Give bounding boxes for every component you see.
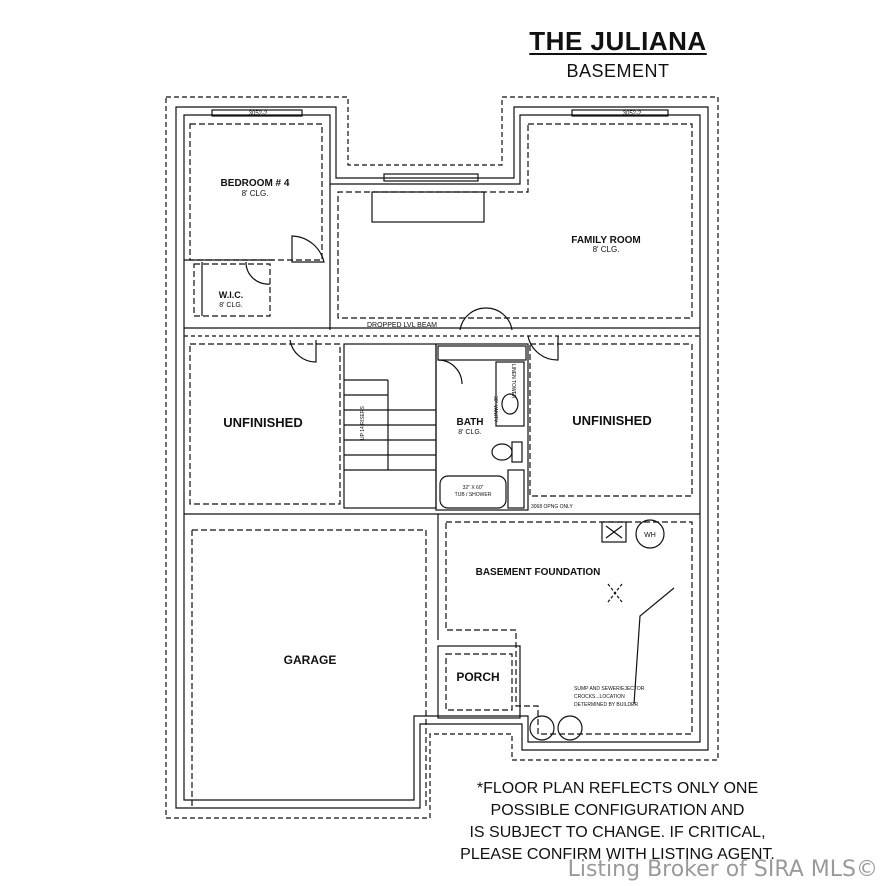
window-middle bbox=[383, 173, 479, 182]
disclaimer: *FLOOR PLAN REFLECTS ONLY ONE POSSIBLE C… bbox=[445, 778, 790, 866]
disclaimer-line-1: *FLOOR PLAN REFLECTS ONLY ONE bbox=[476, 780, 759, 797]
ejector-crock bbox=[557, 715, 583, 741]
sink bbox=[501, 393, 519, 415]
porch-label: PORCH bbox=[456, 670, 499, 684]
wic-label: W.I.C. bbox=[219, 290, 244, 300]
tub bbox=[439, 475, 507, 509]
linen-shelf bbox=[437, 345, 527, 361]
bedroom-door-swing bbox=[291, 235, 325, 263]
toilet-bowl bbox=[491, 443, 513, 461]
vanity bbox=[495, 361, 525, 427]
garage-label: GARAGE bbox=[284, 653, 337, 667]
support-x bbox=[607, 583, 623, 603]
wic-outline bbox=[193, 263, 271, 317]
sump-label-2: CROCKS...LOCATION bbox=[574, 694, 625, 700]
sump-label-1: SUMP AND SEWER/EJECTOR bbox=[574, 686, 645, 692]
window-left bbox=[211, 109, 303, 117]
disclaimer-line-3: IS SUBJECT TO CHANGE. IF CRITICAL, bbox=[469, 824, 766, 841]
tub-sub-label: TUB / SHOWER bbox=[455, 492, 492, 498]
stair-treads bbox=[344, 379, 436, 471]
water-heater-label: WH bbox=[644, 532, 656, 539]
plan-title: THE JULIANA bbox=[529, 26, 707, 56]
window-right-label: 3052-2 bbox=[623, 111, 642, 117]
exterior-wall-outer bbox=[175, 106, 709, 809]
stairs-label: UP 14 RISERS bbox=[360, 406, 366, 440]
linen-label: LINEN TOWER bbox=[510, 364, 516, 399]
wic-door-swing bbox=[245, 261, 271, 285]
garage-outline bbox=[191, 529, 427, 808]
foundation-outline bbox=[445, 521, 693, 735]
basement-foundation-label: BASEMENT FOUNDATION bbox=[476, 567, 601, 578]
opening-label: 3068 OPNG ONLY bbox=[531, 504, 574, 510]
unfinished-door-swing-right bbox=[527, 335, 559, 361]
disclaimer-line-2: POSSIBLE CONFIGURATION AND bbox=[490, 802, 745, 819]
shower-panel bbox=[507, 469, 525, 509]
family-room-label: FAMILY ROOM bbox=[571, 235, 640, 246]
sump-crock bbox=[529, 715, 555, 741]
unfinished-left-label: UNFINISHED bbox=[223, 415, 302, 430]
bath-walls bbox=[435, 343, 529, 511]
hvac-x2 bbox=[605, 525, 623, 539]
family-room-ceiling: 8' CLG. bbox=[593, 245, 620, 254]
toilet-tank bbox=[511, 441, 523, 463]
bath-door-swing bbox=[437, 359, 463, 385]
foundation-diagonal bbox=[633, 587, 675, 705]
double-door-swing bbox=[459, 307, 513, 331]
window-left-label: 3052-2 bbox=[249, 111, 268, 117]
unfinished-left-outline bbox=[189, 343, 341, 505]
bedroom4-label: BEDROOM # 4 bbox=[221, 178, 290, 189]
plan-title-block: THE JULIANA BASEMENT bbox=[500, 26, 736, 82]
wic-ceiling: 8' CLG. bbox=[219, 302, 243, 309]
family-room-box bbox=[371, 191, 485, 223]
bath-label: BATH bbox=[456, 417, 483, 428]
porch-outer bbox=[437, 645, 521, 719]
disclaimer-line-4: PLEASE CONFIRM WITH LISTING AGENT. bbox=[460, 846, 775, 863]
hvac-unit bbox=[601, 521, 627, 543]
plan-subtitle: BASEMENT bbox=[566, 61, 670, 81]
beam-label: DROPPED LVL BEAM bbox=[367, 322, 437, 329]
bedroom4-ceiling: 8' CLG. bbox=[242, 189, 269, 198]
stair-well bbox=[343, 343, 437, 509]
tub-label: 32" X 60" bbox=[463, 485, 484, 491]
window-right bbox=[571, 109, 669, 117]
outer-boundary bbox=[165, 96, 719, 819]
unfinished-door-swing-left bbox=[289, 339, 317, 363]
bath-ceiling: 8' CLG. bbox=[458, 429, 482, 436]
water-heater bbox=[635, 519, 665, 549]
unfinished-right-label: UNFINISHED bbox=[572, 413, 651, 428]
porch-inner bbox=[445, 653, 513, 711]
sump-label-3: DETERMINED BY BUILDER bbox=[574, 702, 638, 708]
mls-watermark: Listing Broker of SIRA MLS© bbox=[567, 857, 878, 882]
family-room-outline bbox=[337, 123, 693, 319]
vanity-label: 30" VANITY bbox=[492, 396, 498, 423]
unfinished-right-outline bbox=[529, 343, 693, 497]
